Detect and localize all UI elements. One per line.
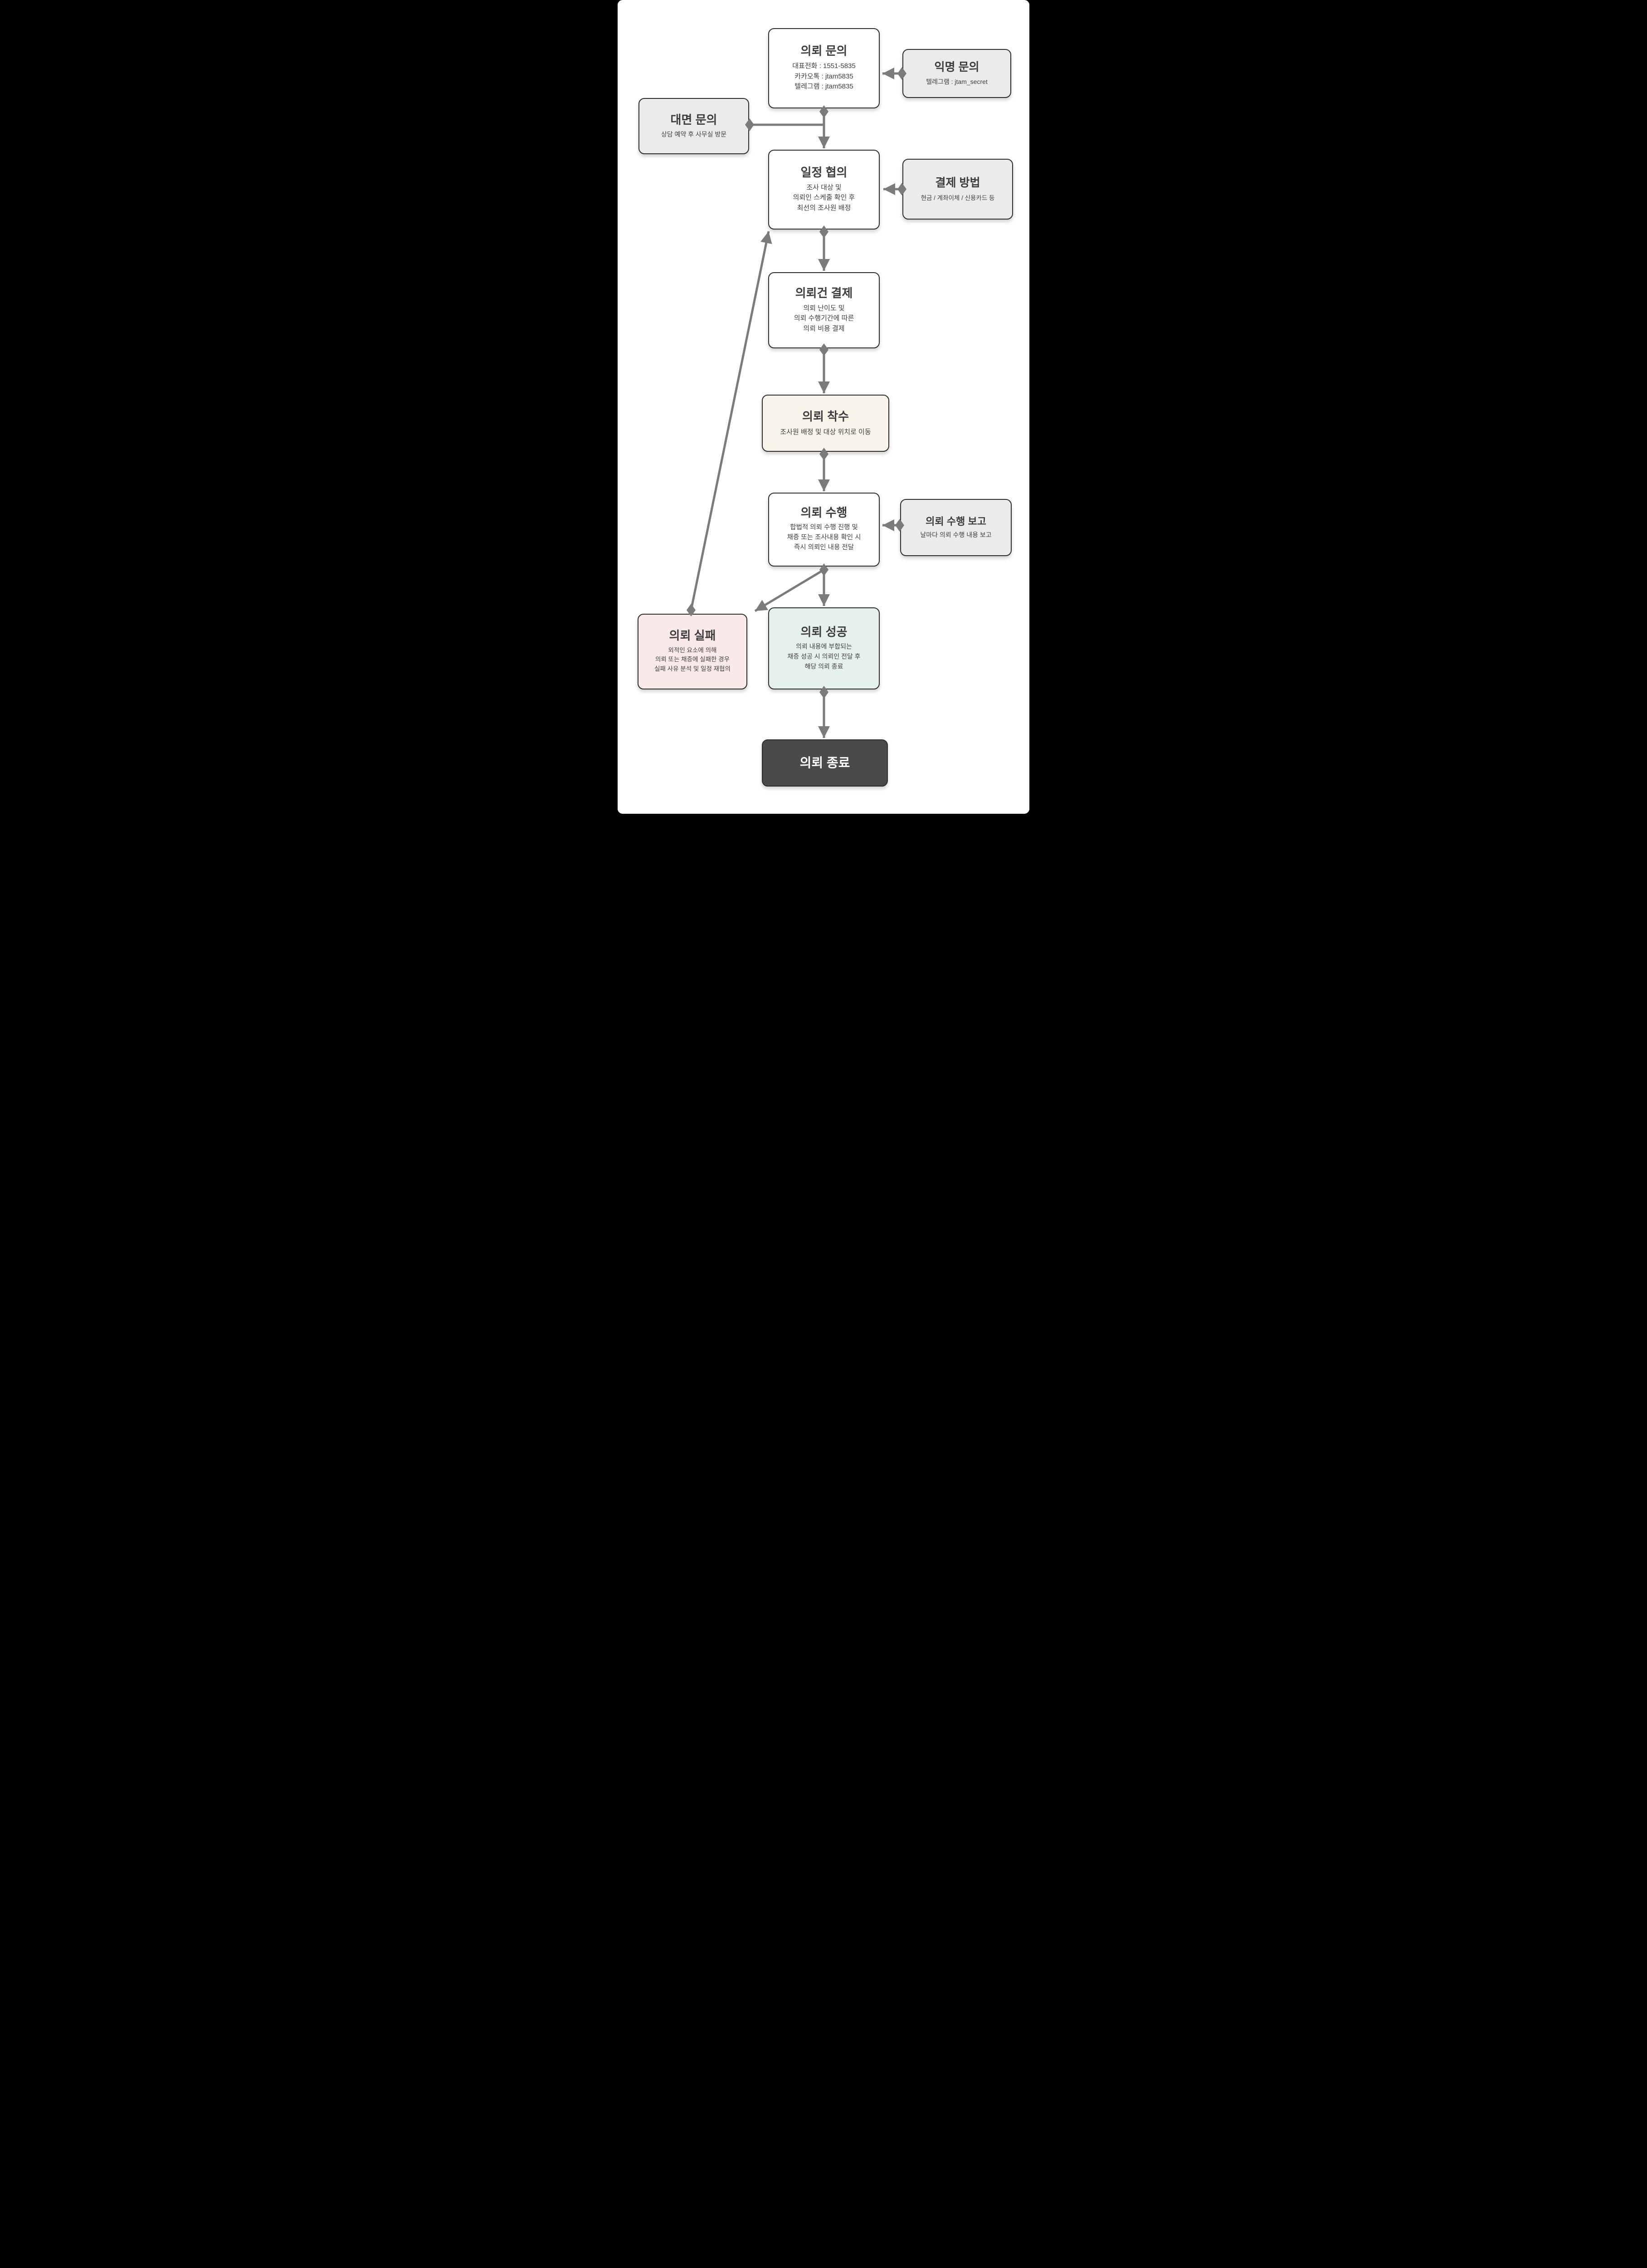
node-case-payment: 의뢰건 결제 의뢰 난이도 및 의뢰 수행기간에 따른 의뢰 비용 결제 bbox=[768, 272, 880, 348]
node-title: 대면 문의 bbox=[670, 112, 717, 127]
flowchart-canvas: 의뢰 문의 대표전화 : 1551-5835 카카오톡 : jtam5835 텔… bbox=[618, 0, 1029, 814]
node-payment-methods: 결제 방법 현금 / 계좌이체 / 신용카드 등 bbox=[902, 159, 1013, 220]
node-body: 의뢰 난이도 및 의뢰 수행기간에 따른 의뢰 비용 결제 bbox=[794, 304, 854, 332]
node-case-failure: 의뢰 실패 외적인 요소에 의해 의뢰 또는 채증에 실패한 경우 실패 사유 … bbox=[638, 614, 747, 689]
node-in-person-inquiry: 대면 문의 상담 예약 후 사무실 방문 bbox=[638, 98, 749, 154]
node-title: 의뢰 수행 보고 bbox=[926, 515, 986, 527]
node-case-execution: 의뢰 수행 합법적 의뢰 수행 진행 및 채증 또는 조사내용 확인 시 즉시 … bbox=[768, 493, 880, 567]
node-body: 조사원 배정 및 대상 위치로 이동 bbox=[780, 428, 871, 436]
node-case-end: 의뢰 종료 bbox=[762, 739, 888, 787]
node-body: 대표전화 : 1551-5835 카카오톡 : jtam5835 텔레그램 : … bbox=[792, 62, 856, 91]
arrow-execution-to-failure bbox=[754, 568, 825, 612]
node-title: 익명 문의 bbox=[934, 61, 979, 74]
node-title: 의뢰 실패 bbox=[669, 628, 716, 642]
node-body: 의뢰 내용에 부합되는 채증 성공 시 의뢰인 전달 후 해당 의뢰 종료 bbox=[787, 643, 861, 670]
arrow-failure-to-schedule bbox=[687, 231, 772, 616]
node-body: 외적인 요소에 의해 의뢰 또는 채증에 실패한 경우 실패 사유 분석 및 일… bbox=[654, 646, 731, 673]
node-title: 의뢰건 결제 bbox=[795, 286, 853, 300]
node-schedule-consultation: 일정 협의 조사 대상 및 의뢰인 스케줄 확인 후 최선의 조사원 배정 bbox=[768, 150, 880, 230]
node-body: 조사 대상 및 의뢰인 스케줄 확인 후 최선의 조사원 배정 bbox=[793, 183, 855, 212]
node-title: 의뢰 종료 bbox=[799, 755, 850, 770]
node-case-start: 의뢰 착수 조사원 배정 및 대상 위치로 이동 bbox=[762, 395, 889, 452]
node-title: 의뢰 착수 bbox=[802, 410, 849, 424]
node-case-success: 의뢰 성공 의뢰 내용에 부합되는 채증 성공 시 의뢰인 전달 후 해당 의뢰… bbox=[768, 607, 880, 689]
node-title: 일정 협의 bbox=[800, 165, 848, 179]
node-body: 현금 / 계좌이체 / 신용카드 등 bbox=[921, 194, 995, 201]
node-request-inquiry: 의뢰 문의 대표전화 : 1551-5835 카카오톡 : jtam5835 텔… bbox=[768, 28, 880, 108]
node-body: 상담 예약 후 사무실 방문 bbox=[661, 131, 727, 138]
node-body: 합법적 의뢰 수행 진행 및 채증 또는 조사내용 확인 시 즉시 의뢰인 내용… bbox=[787, 524, 861, 551]
node-body: 텔레그램 : jtam_secret bbox=[926, 78, 988, 85]
node-anonymous-inquiry: 익명 문의 텔레그램 : jtam_secret bbox=[902, 49, 1011, 98]
node-body: 날마다 의뢰 수행 내용 보고 bbox=[920, 531, 992, 539]
node-title: 의뢰 성공 bbox=[800, 625, 848, 639]
node-execution-report: 의뢰 수행 보고 날마다 의뢰 수행 내용 보고 bbox=[900, 499, 1012, 556]
node-title: 결제 방법 bbox=[935, 176, 980, 190]
node-title: 의뢰 수행 bbox=[800, 506, 848, 520]
node-title: 의뢰 문의 bbox=[800, 44, 848, 58]
